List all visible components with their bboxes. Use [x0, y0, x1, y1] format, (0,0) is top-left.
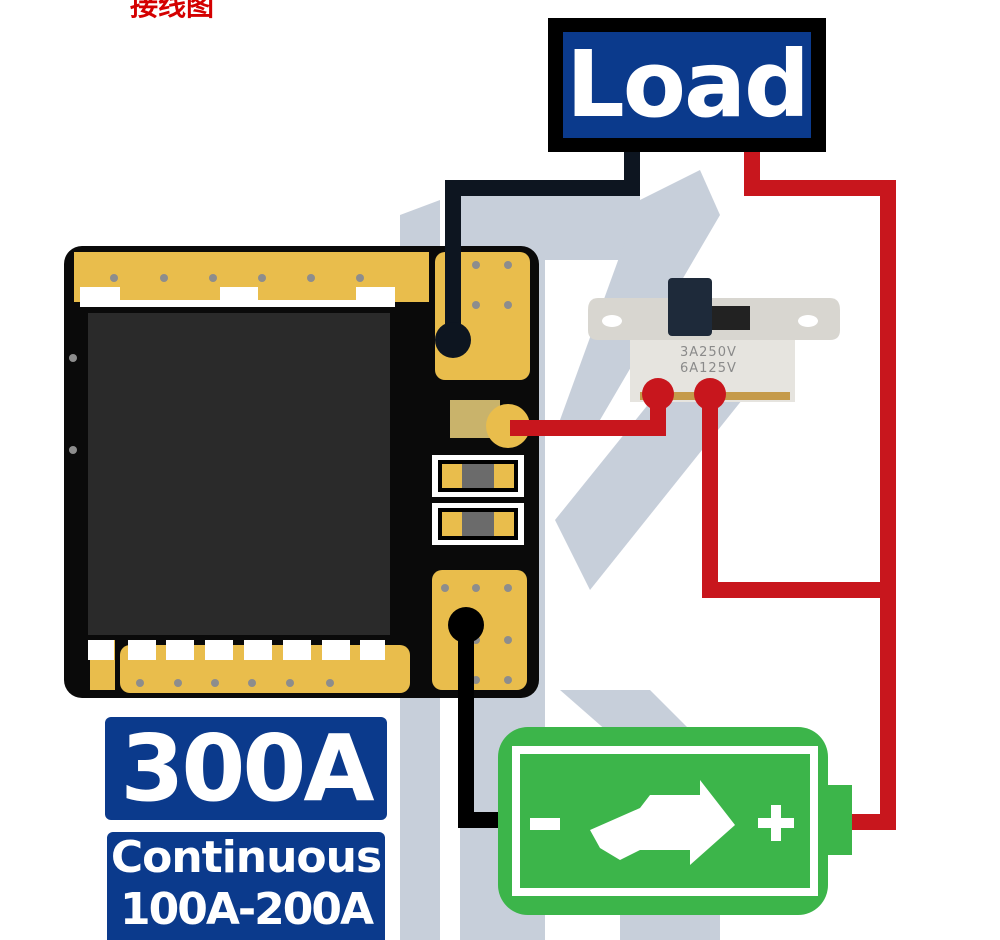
- load-label: Load: [563, 32, 811, 138]
- charge-arrow-icon: [590, 780, 735, 865]
- continuous-current-badge: Continuous 100A-200A: [107, 832, 385, 940]
- wire-black-load: [445, 150, 640, 340]
- solder-point-battery: [448, 607, 484, 643]
- peak-current-value: 300A: [120, 715, 374, 822]
- solder-point-load: [435, 322, 471, 358]
- switch-knob: [668, 278, 712, 336]
- smd-resistors: [432, 455, 524, 545]
- mosfet-chip: [88, 313, 390, 635]
- battery-negative-sign: [530, 818, 560, 830]
- switch-rating-2: 6A125V: [680, 361, 737, 376]
- battery-positive-sign: [771, 805, 781, 841]
- battery-icon: [498, 727, 852, 915]
- switch-terminal-1: [642, 378, 674, 410]
- switch-rating-1: 3A250V: [680, 345, 737, 360]
- bms-pcb-board: [64, 246, 539, 698]
- continuous-range: 100A-200A: [119, 884, 374, 935]
- continuous-label: Continuous: [110, 832, 382, 883]
- wire-black-battery: [458, 625, 498, 828]
- switch-terminal-2: [694, 378, 726, 410]
- peak-current-badge: 300A: [105, 715, 387, 822]
- title-fragment: 接线图: [130, 0, 215, 22]
- load-label-box: Load: [548, 18, 826, 152]
